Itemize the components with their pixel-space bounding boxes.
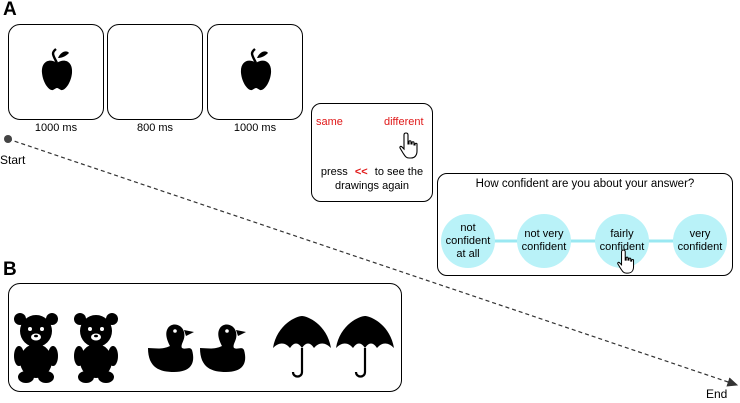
confidence-question: How confident are you about your answer? [475,178,695,190]
option-circle-4 [673,214,727,268]
frame-3-duration: 1000 ms [233,122,277,134]
option-circle-1 [441,214,495,268]
confidence-screen: How confident are you about your answer?… [437,173,733,276]
umbrella-icon [336,316,394,378]
start-dot [4,135,12,143]
press-instruction-line2: drawings again [335,180,409,192]
frame-1-duration: 1000 ms [34,122,78,134]
frame-2-duration: 800 ms [136,122,174,134]
stimulus-frame-3 [207,24,303,120]
back-arrows-button[interactable]: << [354,166,368,178]
press-suffix: to see the [374,166,424,178]
different-option[interactable]: different [384,116,424,128]
umbrella-icon [273,316,331,378]
teddy-bear-icon [74,313,118,383]
stimulus-frame-1 [8,24,104,120]
option-not-very-confident[interactable]: not very confident [521,228,567,253]
option-circle-3 [595,214,649,268]
pointing-hand-icon [617,249,635,274]
stimuli-panel [8,283,402,392]
pointing-hand-icon [399,132,418,159]
rubber-duck-icon [148,324,194,372]
panel-b-label: B [3,259,17,280]
response-screen: same different press << to see the drawi… [311,103,433,202]
same-option[interactable]: same [316,116,343,128]
press-prefix: press [320,166,348,178]
option-fairly-confident[interactable]: fairly confident [599,228,645,253]
option-very-confident[interactable]: very confident [677,228,723,253]
start-label: Start [0,153,26,167]
press-instruction: press << to see the [312,166,432,178]
option-not-confident-at-all[interactable]: not confident at all [445,222,491,260]
teddy-bear-icon [14,313,58,383]
stimulus-frame-2-blank [107,24,203,120]
end-label: End [706,387,728,401]
stimuli-pairs [14,313,394,383]
apple-icon [240,48,272,91]
panel-a-label: A [3,0,17,20]
rubber-duck-icon [200,324,246,372]
confidence-connector [441,214,727,268]
option-circle-2 [517,214,571,268]
apple-icon [41,48,73,91]
